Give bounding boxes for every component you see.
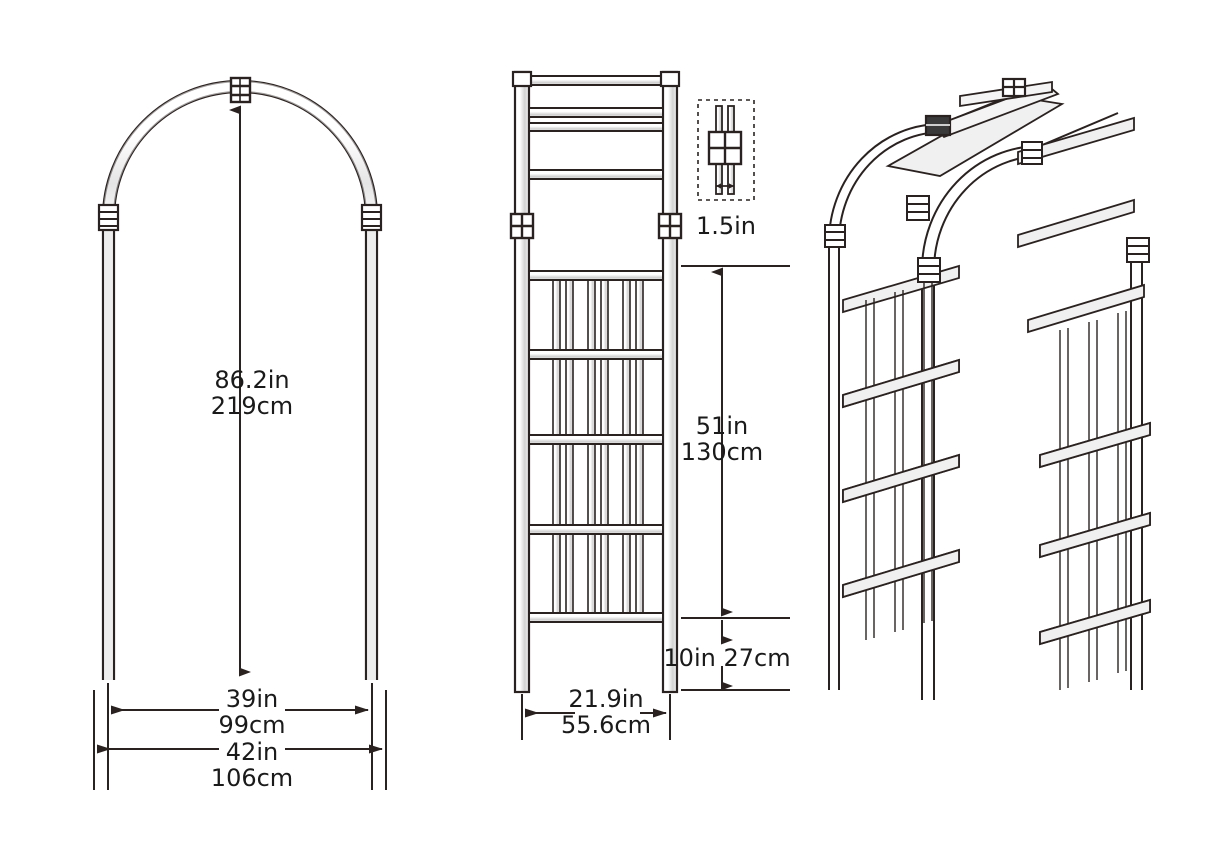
tube-diameter-label: 1.5in: [696, 212, 756, 240]
side-top-rails: [528, 75, 664, 180]
perspective-right-upright: [1130, 250, 1143, 690]
front-outer-width-label-in: 42in: [226, 738, 278, 766]
perspective-front-rails-front: [1039, 421, 1151, 646]
side-trellis-height-label-in: 51in: [696, 412, 748, 440]
front-inner-width-label-cm: 99cm: [218, 711, 285, 739]
side-posts: [513, 70, 679, 694]
connector-detail-callout: [697, 99, 755, 201]
perspective-collar-front-left: [917, 257, 941, 283]
side-connector-joint-left: [509, 212, 535, 240]
front-outer-width-label-cm: 106cm: [211, 764, 293, 792]
perspective-collar-rear-left: [824, 224, 846, 248]
perspective-top-connector-rear: [1001, 77, 1027, 98]
callout-dashed-box: [697, 99, 755, 201]
callout-collar-icon: [707, 130, 743, 166]
side-depth-label-in: 21.9in: [568, 685, 643, 713]
side-trellis-bars: [552, 277, 644, 619]
front-collar-joint-right: [360, 203, 383, 232]
perspective-top-connector-front: [924, 114, 952, 137]
perspective-collar-rear-right: [1021, 141, 1043, 165]
front-leg-right-shading: [367, 218, 376, 680]
front-elevation-view: 86.2in 219cm 39in 99cm 42in 106c: [93, 76, 387, 792]
side-trellis-height-label-cm: 130cm: [681, 438, 763, 466]
side-depth-label-cm: 55.6cm: [561, 711, 651, 739]
front-leg-left-shading: [104, 218, 113, 680]
front-top-connector: [229, 76, 252, 104]
front-witness-lines: [93, 683, 387, 790]
side-elevation-view: 1.5in 51in 130cm 10in 27cm: [509, 70, 791, 740]
perspective-rear-rails-front: [842, 358, 960, 599]
side-connector-joint-right: [657, 212, 683, 240]
perspective-collar-rear-mid: [906, 195, 930, 221]
front-height-label-in: 86.2in: [214, 366, 289, 394]
perspective-rear-rails: [842, 264, 960, 599]
side-clearance-label: 10in 27cm: [663, 644, 790, 672]
front-height-label-cm: 219cm: [211, 392, 293, 420]
perspective-view: [824, 77, 1151, 700]
front-inner-width-label-in: 39in: [226, 685, 278, 713]
perspective-front-arch: [921, 112, 1121, 700]
callout-width-arrow: [716, 183, 734, 189]
front-collar-joint-left: [97, 203, 120, 232]
side-extension-lines: [681, 265, 790, 691]
perspective-collar-front-right: [1126, 237, 1150, 263]
side-trellis-rails-front: [528, 270, 664, 623]
side-depth-witness-lines: [521, 694, 671, 740]
side-post-caps: [511, 70, 681, 88]
